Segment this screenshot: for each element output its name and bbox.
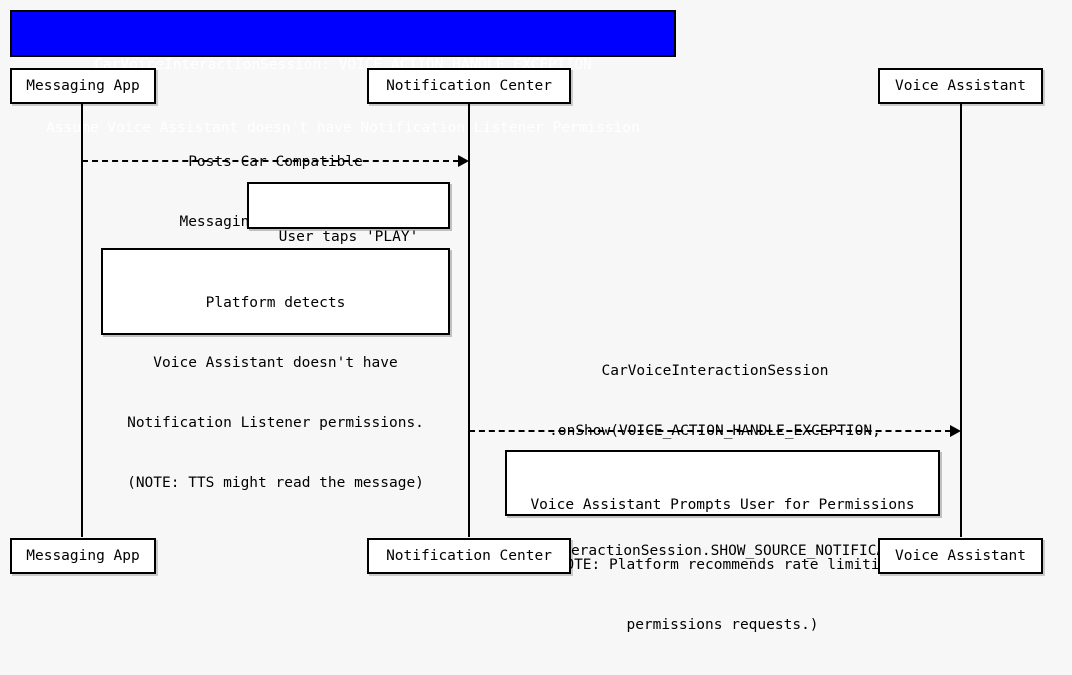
note-prompts-permissions-line-3: permissions requests.) bbox=[626, 617, 819, 633]
participant-head-messaging-app-label: Messaging App bbox=[26, 78, 140, 94]
participant-foot-messaging-app[interactable]: Messaging App bbox=[10, 538, 156, 574]
note-platform-detects-line-4: (NOTE: TTS might read the message) bbox=[127, 475, 424, 491]
diagram-title-banner: CarVoiceInteractionSession: VOICE_ACTION… bbox=[10, 10, 676, 136]
note-prompts-permissions: Voice Assistant Prompts User for Permiss… bbox=[505, 450, 940, 633]
participant-head-notification-center[interactable]: Notification Center bbox=[367, 68, 571, 104]
participant-head-messaging-app[interactable]: Messaging App bbox=[10, 68, 156, 104]
note-user-taps-play-line-1: User taps 'PLAY' bbox=[278, 229, 419, 245]
message-arrowhead-on-show bbox=[950, 425, 961, 437]
sequence-diagram-canvas: CarVoiceInteractionSession: VOICE_ACTION… bbox=[10, 10, 1043, 633]
participant-foot-voice-assistant[interactable]: Voice Assistant bbox=[878, 538, 1043, 574]
message-arrow-on-show bbox=[469, 430, 951, 432]
participant-foot-messaging-app-label: Messaging App bbox=[26, 548, 140, 564]
participant-head-voice-assistant[interactable]: Voice Assistant bbox=[878, 68, 1043, 104]
participant-head-voice-assistant-label: Voice Assistant bbox=[895, 78, 1026, 94]
note-platform-detects-line-1: Platform detects bbox=[205, 295, 346, 311]
participant-head-notification-center-label: Notification Center bbox=[386, 78, 552, 94]
note-user-taps-play: User taps 'PLAY' on Msg Notification bbox=[247, 182, 450, 305]
diagram-title-line-2: Assume Voice Assistant doesn't have Noti… bbox=[46, 120, 640, 136]
participant-foot-notification-center[interactable]: Notification Center bbox=[367, 538, 571, 574]
message-label-on-show-line-4: VoiceInteractionSession.SHOW_SOURCE_NOTI… bbox=[501, 543, 929, 559]
note-platform-detects-line-2: Voice Assistant doesn't have bbox=[153, 355, 398, 371]
message-label-post-notification-line-1: Posts Car Compatible bbox=[188, 154, 363, 170]
note-platform-detects: Platform detects Voice Assistant doesn't… bbox=[101, 248, 450, 491]
participant-foot-voice-assistant-label: Voice Assistant bbox=[895, 548, 1026, 564]
message-arrowhead-post-notification bbox=[458, 155, 469, 167]
lifeline-voice-assistant bbox=[960, 104, 962, 537]
lifeline-messaging-app bbox=[81, 104, 83, 537]
note-prompts-permissions-line-2: (NOTE: Platform recommends rate limiting bbox=[547, 557, 898, 573]
note-platform-detects-line-3: Notification Listener permissions. bbox=[127, 415, 424, 431]
participant-foot-notification-center-label: Notification Center bbox=[386, 548, 552, 564]
message-arrow-post-notification bbox=[82, 160, 459, 162]
note-prompts-permissions-line-1: Voice Assistant Prompts User for Permiss… bbox=[530, 497, 915, 513]
lifeline-notification-center bbox=[468, 104, 470, 537]
message-label-on-show-line-1: CarVoiceInteractionSession bbox=[601, 363, 829, 379]
